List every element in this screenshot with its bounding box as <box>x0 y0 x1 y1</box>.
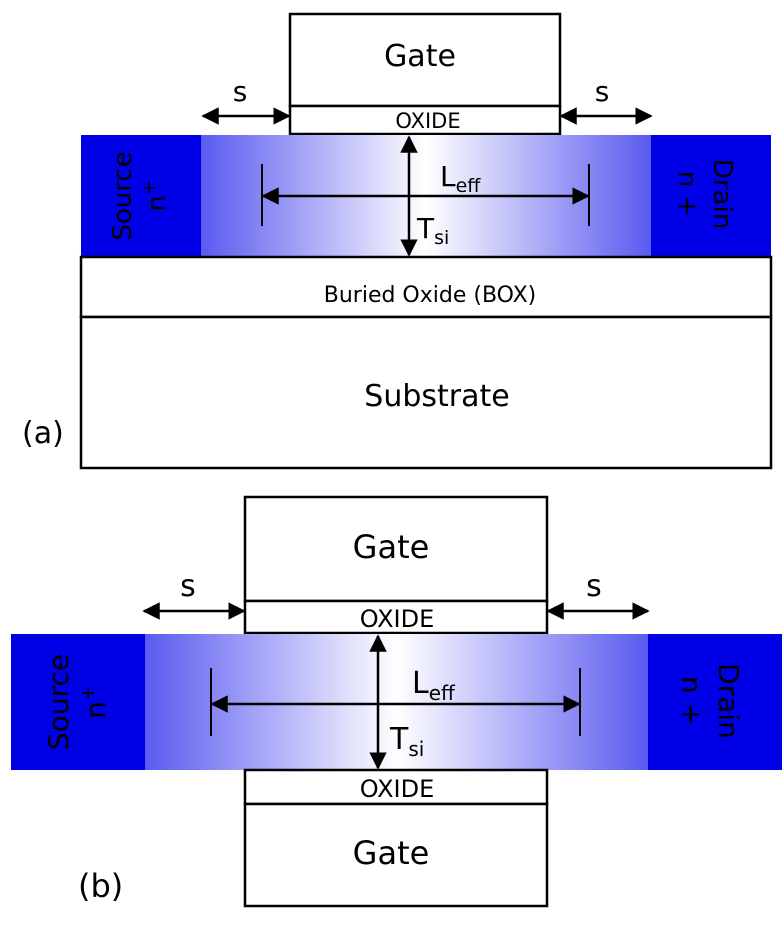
b-leff-label: Leff <box>412 666 456 705</box>
diagram-a: Gate OXIDE s s Source n+ Drain n + Leff … <box>22 12 773 470</box>
a-source-label: Source <box>108 151 138 240</box>
a-drain-doping: n + <box>672 171 702 218</box>
a-gate-label: Gate <box>384 39 456 74</box>
b-top-gate-block <box>243 495 549 603</box>
a-drain-region <box>651 135 771 257</box>
b-drain-label: Drain <box>712 663 745 739</box>
a-spacer-left-label: s <box>233 75 248 108</box>
b-bottom-gate-label: Gate <box>353 834 430 872</box>
b-spacer-right-label: s <box>586 569 602 604</box>
a-tsi-label: Tsi <box>416 212 449 249</box>
b-source-region <box>11 634 145 770</box>
a-drain-label: Drain <box>707 159 737 229</box>
a-source-doping: n+ <box>139 180 172 212</box>
a-substrate-label: Substrate <box>364 379 509 414</box>
a-oxide-label: OXIDE <box>395 109 460 133</box>
a-panel-label: (a) <box>22 416 64 451</box>
b-bottom-oxide-block <box>243 768 549 806</box>
a-gate-block <box>288 12 562 108</box>
b-source-label: Source <box>42 654 75 750</box>
a-leff-label: Leff <box>440 160 481 197</box>
a-source-region <box>81 135 201 257</box>
b-source-doping: n+ <box>77 685 112 719</box>
diagram-b: Gate OXIDE s s Source n+ Drain n + Leff … <box>11 495 782 908</box>
b-bottom-gate-block <box>243 802 549 908</box>
a-spacer-right-label: s <box>595 75 610 108</box>
b-top-gate-label: Gate <box>353 528 430 566</box>
b-drain-doping: n + <box>675 676 708 726</box>
a-substrate-layer <box>79 315 773 470</box>
b-top-oxide-label: OXIDE <box>360 605 435 633</box>
b-drain-region <box>648 634 782 770</box>
b-bottom-oxide-label: OXIDE <box>360 775 435 803</box>
b-spacer-left-label: s <box>180 569 196 604</box>
b-top-oxide-block <box>243 599 549 635</box>
b-panel-label: (b) <box>78 867 123 905</box>
a-box-label: Buried Oxide (BOX) <box>324 283 536 308</box>
a-oxide-block <box>288 104 562 136</box>
b-tsi-label: Tsi <box>389 722 424 761</box>
